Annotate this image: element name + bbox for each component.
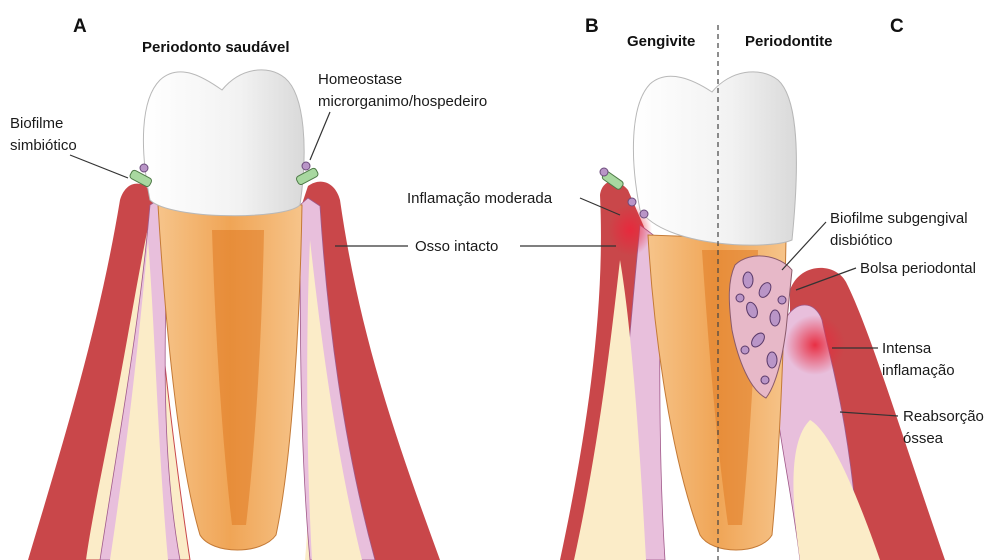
label-reabsorcao-1: Reabsorção [903,408,984,425]
healthy-periodontium [28,70,440,560]
bacterium [140,164,148,172]
label-bolsa: Bolsa periodontal [860,260,976,277]
bacterium [600,168,608,176]
inflammation-intense [785,315,845,375]
panel-letter-c: C [890,16,904,37]
bacterium [302,162,310,170]
label-reabsorcao-2: óssea [903,430,944,447]
bacterium [640,210,648,218]
label-biofilme-1: Biofilme [10,115,63,132]
leader-biofilme [70,155,128,178]
label-inflamacao-moderada: Inflamação moderada [407,190,553,207]
panel-title-a: Periodonto saudável [142,39,290,56]
leader-homeostase [310,112,330,160]
crown-a [143,70,304,216]
panel-title-c: Periodontite [745,33,833,50]
label-intensa-1: Intensa [882,340,932,357]
label-osso-intacto: Osso intacto [415,238,498,255]
crown-bc [633,72,796,245]
label-biofilme-disbiotico-2: disbiótico [830,232,893,249]
panel-title-b: Gengivite [627,33,695,50]
label-biofilme-disbiotico-1: Biofilme subgengival [830,210,968,227]
label-intensa-2: inflamação [882,362,955,379]
panel-letter-b: B [585,16,599,37]
label-homeostase-2: microrganimo/hospedeiro [318,93,487,110]
diseased-periodontium [560,25,945,560]
label-homeostase-1: Homeostase [318,71,402,88]
panel-letter-a: A [73,16,87,37]
label-biofilme-2: simbiótico [10,137,77,154]
bacterium [628,198,636,206]
